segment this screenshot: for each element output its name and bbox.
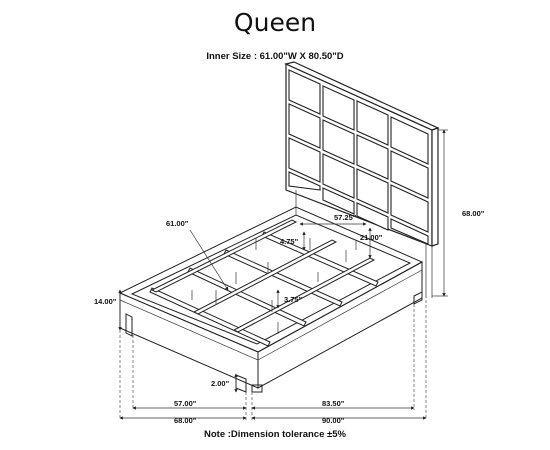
dimension-lines — [118, 129, 448, 420]
dim-slat-spacing: 3.75" — [284, 295, 303, 304]
dim-length-lower: 83.50" — [322, 399, 345, 408]
inner-size-label: Inner Size : 61.00"W X 80.50"D — [206, 51, 344, 62]
dim-slat-drop: 4.75" — [280, 237, 299, 246]
dimension-labels: 61.00" 57.25" 21.00" 4.75" 3.75" 68.00" … — [94, 209, 485, 425]
slat-grid — [149, 219, 379, 347]
dim-width-lower: 57.00" — [174, 399, 197, 408]
dim-width-overall: 68.00" — [174, 416, 197, 425]
dim-length-overall: 90.00" — [322, 416, 345, 425]
dim-rail-height: 14.00" — [94, 297, 117, 306]
dim-leg-height: 2.00" — [211, 379, 230, 388]
bed-frame — [118, 206, 424, 393]
dim-inner-width: 61.00" — [166, 219, 189, 228]
diagram-title: Queen — [233, 8, 317, 37]
dim-headboard-height: 68.00" — [462, 209, 485, 218]
headboard — [284, 61, 440, 298]
tolerance-note: Note :Dimension tolerance ±5% — [204, 429, 346, 440]
dim-clearance: 21.00" — [360, 233, 383, 242]
headboard-tiles — [288, 69, 429, 245]
dim-headboard-inner-width: 57.25" — [334, 213, 357, 222]
